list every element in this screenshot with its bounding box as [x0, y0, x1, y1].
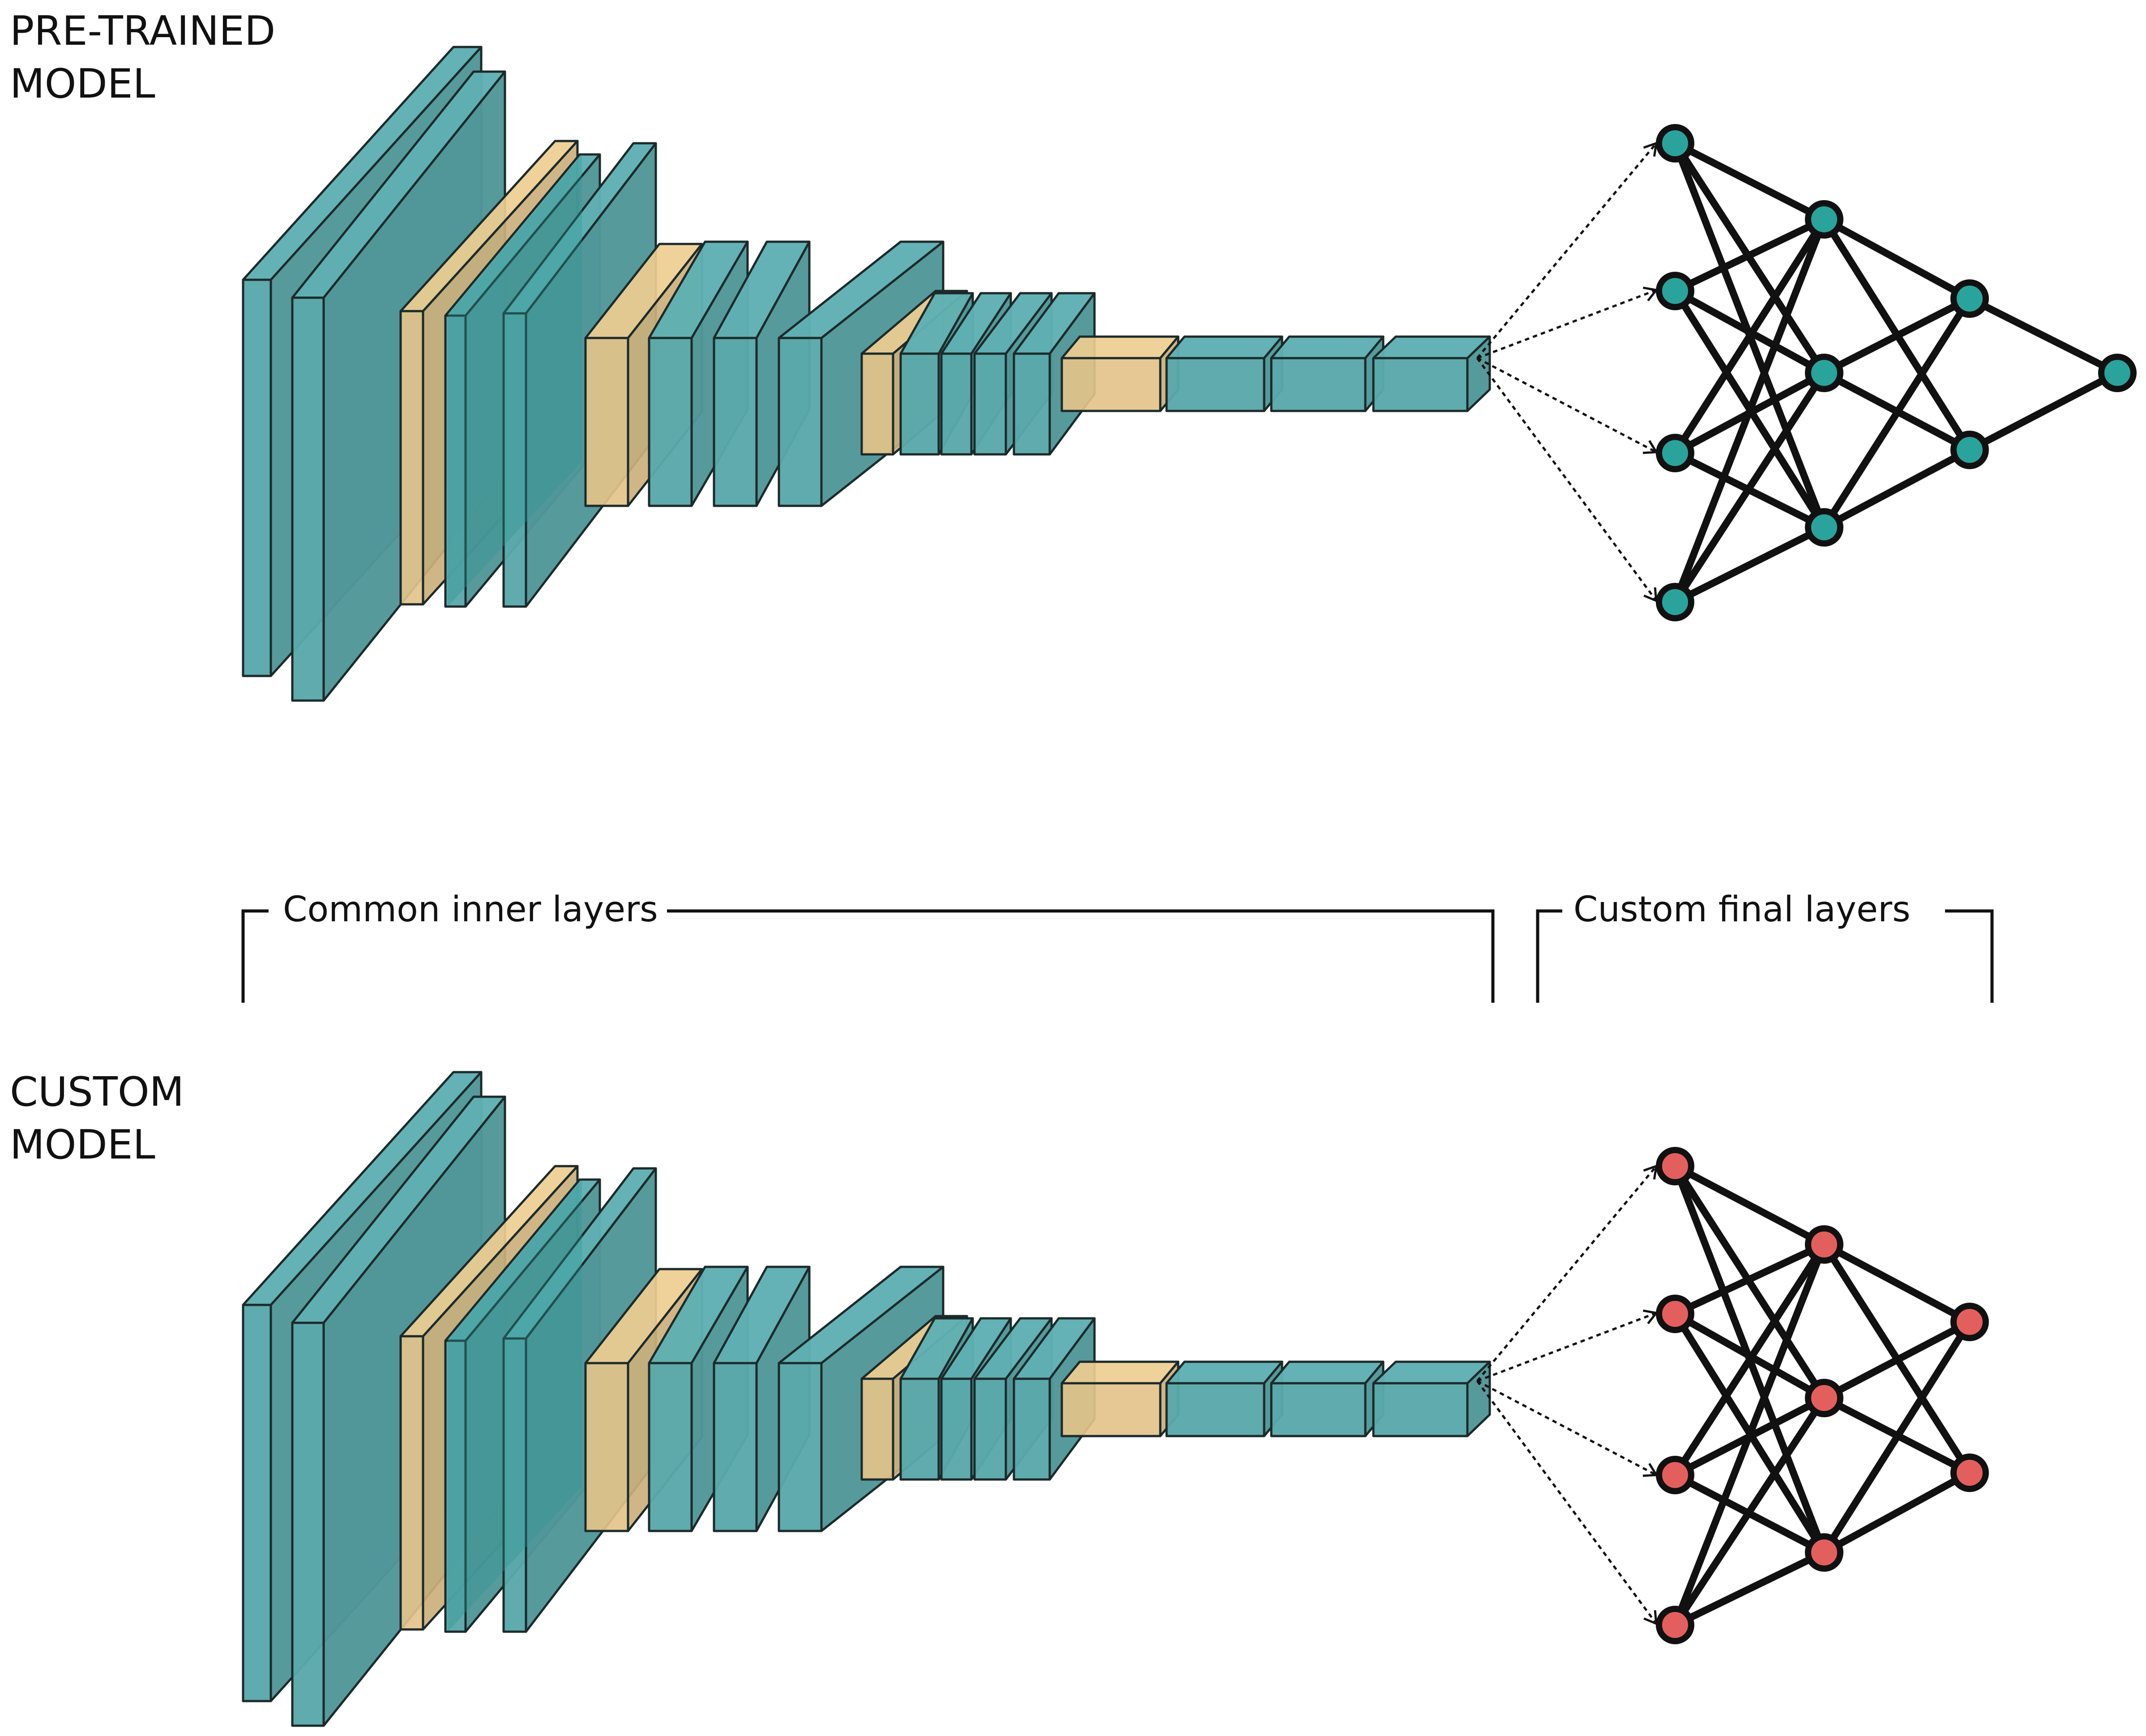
- network-node: [1950, 279, 1989, 318]
- custom-flatten-connections: [1476, 1164, 1659, 1625]
- conv-layer-block: [1372, 335, 1491, 412]
- pretrained-cnn-stack: [242, 46, 1491, 702]
- network-node: [1656, 272, 1694, 310]
- network-edge: [1821, 295, 1973, 531]
- pretrained-title-line-1: PRE-TRAINED: [10, 8, 275, 55]
- network-node: [1805, 508, 1843, 547]
- network-node: [1656, 1456, 1694, 1494]
- conv-layer-block: [1270, 335, 1385, 412]
- pretrained-flatten-connections: [1476, 141, 1659, 603]
- network-edge: [1821, 1469, 1973, 1556]
- flatten-arrow: [1476, 357, 1659, 454]
- network-node: [1805, 1533, 1843, 1572]
- pretrained-title-line-2: MODEL: [10, 60, 155, 107]
- custom-title-line-2: MODEL: [10, 1121, 155, 1168]
- flatten-arrow: [1476, 1380, 1659, 1477]
- network-edge: [1671, 1163, 1828, 1248]
- custom-cnn-stack: [242, 1071, 1491, 1727]
- network-edge: [1671, 1549, 1828, 1629]
- pretrained-dense-network: [1656, 124, 2137, 621]
- custom-dense-network: [1656, 1147, 1989, 1644]
- network-node: [1656, 1606, 1694, 1644]
- network-edge: [1821, 446, 1973, 531]
- conv-layer-block: [1372, 1360, 1491, 1437]
- network-edge: [1671, 216, 1828, 295]
- network-node: [1656, 124, 1694, 162]
- flatten-arrow: [1476, 141, 1658, 359]
- common-layers-bracket: [241, 909, 1495, 1003]
- conv-layer-block: [1165, 1360, 1283, 1437]
- network-edge: [1671, 1241, 1828, 1317]
- network-edge: [1671, 216, 1828, 606]
- custom-model-title: CUSTOM MODEL: [10, 1069, 197, 1168]
- conv-layer-block: [1165, 335, 1283, 412]
- network-node: [1805, 1379, 1843, 1417]
- network-edge: [1671, 1394, 1828, 1629]
- network-node: [2098, 354, 2137, 392]
- overlap-shading: [448, 1180, 582, 1632]
- network-edge: [1671, 1241, 1828, 1479]
- flatten-arrow: [1476, 357, 1658, 603]
- network-node: [1656, 583, 1694, 621]
- network-edge: [1821, 295, 1973, 376]
- custom-layers-bracket: [1536, 909, 1994, 1003]
- network-edge: [1966, 295, 2121, 376]
- pooling-layer-block: [1060, 335, 1180, 412]
- network-node: [1656, 1295, 1694, 1333]
- network-node: [1656, 434, 1694, 472]
- network-edge: [1821, 1318, 1973, 1556]
- pretrained-model-title: PRE-TRAINED MODEL: [10, 8, 288, 107]
- flatten-arrow: [1477, 1309, 1659, 1382]
- conv-layer-block: [1270, 1360, 1385, 1437]
- network-edge: [1671, 369, 1828, 606]
- custom-final-layers-label: Custom final layers: [1573, 889, 1911, 930]
- network-node: [1950, 1303, 1989, 1341]
- network-node: [1805, 200, 1843, 239]
- network-edge: [1671, 1241, 1828, 1629]
- network-edge: [1821, 1241, 1973, 1326]
- network-node: [1656, 1147, 1694, 1185]
- network-node: [1950, 1454, 1989, 1492]
- network-node: [1805, 1225, 1843, 1264]
- network-node: [1950, 431, 1989, 469]
- network-edge: [1821, 1318, 1973, 1402]
- network-edge: [1821, 216, 1973, 302]
- pooling-layer-block: [1060, 1360, 1180, 1437]
- flatten-arrow: [1476, 1164, 1658, 1382]
- custom-title-line-1: CUSTOM: [10, 1069, 184, 1116]
- flatten-arrow: [1477, 286, 1659, 359]
- network-edge: [1966, 369, 2121, 453]
- network-edge: [1671, 140, 1828, 223]
- common-inner-layers-label: Common inner layers: [283, 889, 658, 930]
- network-edge: [1671, 524, 1828, 606]
- overlap-shading: [448, 154, 582, 607]
- network-node: [1805, 354, 1843, 392]
- flatten-arrow: [1476, 1380, 1658, 1625]
- network-edge: [1671, 216, 1828, 457]
